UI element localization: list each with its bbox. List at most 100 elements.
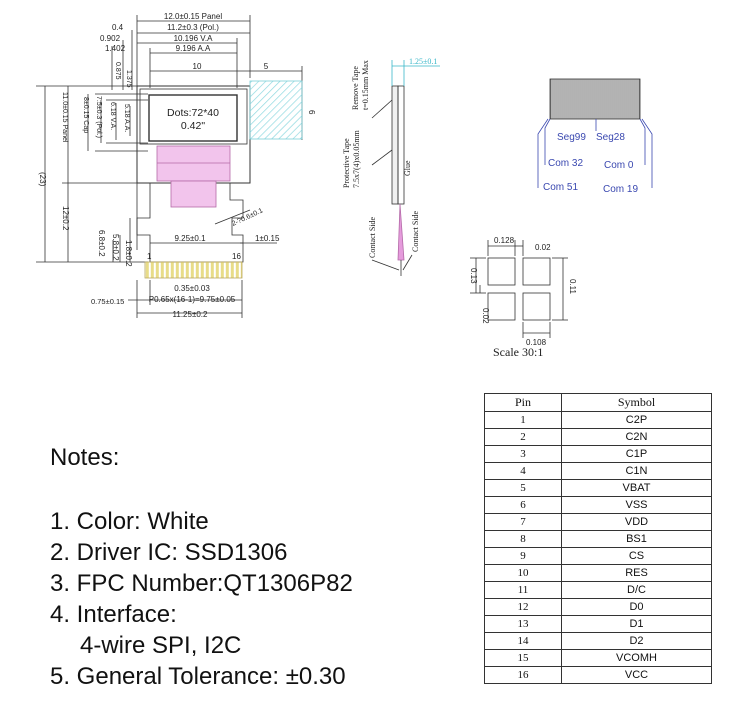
pin-number: 5 <box>484 479 562 497</box>
display-dots-label: Dots:72*40 <box>167 107 219 119</box>
segment-layout <box>537 78 653 188</box>
front-view-labels: 12.0±0.15 Panel 11.2±0.3 (Pol.) 10.196 V… <box>38 12 316 319</box>
pin-symbol: C1N <box>561 462 712 480</box>
dim-5: 5 <box>264 62 269 71</box>
dim-pad-035: 0.35±0.03 <box>174 284 210 293</box>
side-view <box>371 60 440 276</box>
dim-va-width: 10.196 V.A <box>174 34 214 43</box>
pin-symbol: VSS <box>561 496 712 514</box>
dim-total-23: (23) <box>38 172 47 187</box>
dim-fpc-58: 5.8±0.2 <box>111 234 120 261</box>
contact-side-left: Contact Side <box>368 216 377 258</box>
dim-fpc-1: 1±0.15 <box>255 234 280 243</box>
dim-offset-1375: 1.375 <box>125 70 132 88</box>
pin-number: 3 <box>484 445 562 463</box>
front-view <box>36 15 303 318</box>
dim-pol-height: 7.5±0.3 (Pol.) <box>95 96 102 138</box>
protective-tape-label: Protective Tape <box>342 138 351 188</box>
note-tolerance: 5. General Tolerance: ±0.30 <box>50 663 346 690</box>
dim-offset-0902: 0.902 <box>100 34 121 43</box>
pin-number: 13 <box>484 615 562 633</box>
seg28-label: Seg28 <box>596 132 625 143</box>
dim-va-height: 6.18 V.A. <box>109 102 116 130</box>
dim-125: 1.25±0.1 <box>409 57 437 66</box>
com51-label: Com 51 <box>543 182 578 193</box>
pin-column-header: Pin <box>484 393 562 412</box>
scale-label: Scale 30:1 <box>493 345 543 359</box>
pin-number: 1 <box>484 411 562 429</box>
pin-number: 7 <box>484 513 562 531</box>
pin-table-header: Pin Symbol <box>484 393 712 412</box>
note-fpc-number: 3. FPC Number:QT1306P82 <box>50 570 353 597</box>
dim-edge-075: 0.75±0.15 <box>91 297 124 306</box>
pixel-013: 0.13 <box>469 268 478 284</box>
note-interface: 4. Interface: <box>50 601 177 628</box>
notes-section: Notes: 1. Color: White 2. Driver IC: SSD… <box>50 444 470 692</box>
dim-offset-0875: 0.875 <box>114 62 121 80</box>
notes-title: Notes: <box>50 444 120 471</box>
dim-10: 10 <box>193 62 202 71</box>
pin-number: 4 <box>484 462 562 480</box>
seg99-label: Seg99 <box>557 132 586 143</box>
dim-radius: 2-?0.6±0.1 <box>231 207 264 228</box>
pin-number: 11 <box>484 581 562 599</box>
pin-number: 9 <box>484 547 562 565</box>
pin-number: 16 <box>484 666 562 684</box>
pin-number: 2 <box>484 428 562 446</box>
pin-symbol: BS1 <box>561 530 712 548</box>
dim-fpc-68: 6.8±0.2 <box>97 230 106 257</box>
dim-pol-width: 11.2±0.3 (Pol.) <box>167 23 219 32</box>
dim-offset-04: 0.4 <box>112 23 124 32</box>
pixel-002-left: 0.02 <box>481 308 490 324</box>
dim-fpc-12: 12±0.2 <box>61 206 70 231</box>
pin-last-label: 16 <box>232 252 241 261</box>
remove-tape-thickness: t=0.15mm Max <box>361 60 370 110</box>
mechanical-drawing: 12.0±0.15 Panel 11.2±0.3 (Pol.) 10.196 V… <box>36 12 653 359</box>
dim-offset-1402: 1.402 <box>105 44 126 53</box>
contact-side-right: Contact Side <box>411 210 420 252</box>
pixel-011: 0.11 <box>568 279 577 295</box>
pin-symbol: VDD <box>561 513 712 531</box>
dim-fpc-18: 1.8±0.2 <box>124 240 133 267</box>
pin-symbol: VCC <box>561 666 712 684</box>
pin-symbol: C2P <box>561 411 712 429</box>
remove-tape-label: Remove Tape <box>351 66 360 110</box>
note-interface-value: 4-wire SPI, I2C <box>80 632 242 659</box>
com32-label: Com 32 <box>548 158 583 169</box>
note-color: 1. Color: White <box>50 508 209 535</box>
pixel-002-top: 0.02 <box>535 243 551 252</box>
dim-6: 6 <box>307 110 316 115</box>
dim-fpc-925: 9.25±0.1 <box>174 234 206 243</box>
pixel-detail <box>470 240 568 338</box>
pixel-labels: 0.128 0.02 0.13 0.11 0.02 0.108 Scale 30… <box>469 236 577 359</box>
com19-label: Com 19 <box>603 184 638 195</box>
pin-number: 14 <box>484 632 562 650</box>
pin-symbol: VCOMH <box>561 649 712 667</box>
glue-label: Glue <box>403 160 412 176</box>
dim-panel-width: 12.0±0.15 Panel <box>164 12 222 21</box>
pin-symbol: D/C <box>561 581 712 599</box>
dim-pitch: P0.65x(16-1)=9.75±0.05 <box>149 295 236 304</box>
pin-number: 12 <box>484 598 562 616</box>
pin-symbol: D1 <box>561 615 712 633</box>
dim-panel-height: 11.0±0.15 Panel <box>61 92 68 143</box>
pin-number: 10 <box>484 564 562 582</box>
display-size-label: 0.42" <box>181 120 205 132</box>
pin-symbol: RES <box>561 564 712 582</box>
dim-aa-height: 5.18 A.A. <box>123 104 130 132</box>
pin-first-label: 1 <box>147 252 152 261</box>
pin-symbol: CS <box>561 547 712 565</box>
protective-tape-dim: 7.5x7(4)x0.05mm <box>352 129 361 188</box>
